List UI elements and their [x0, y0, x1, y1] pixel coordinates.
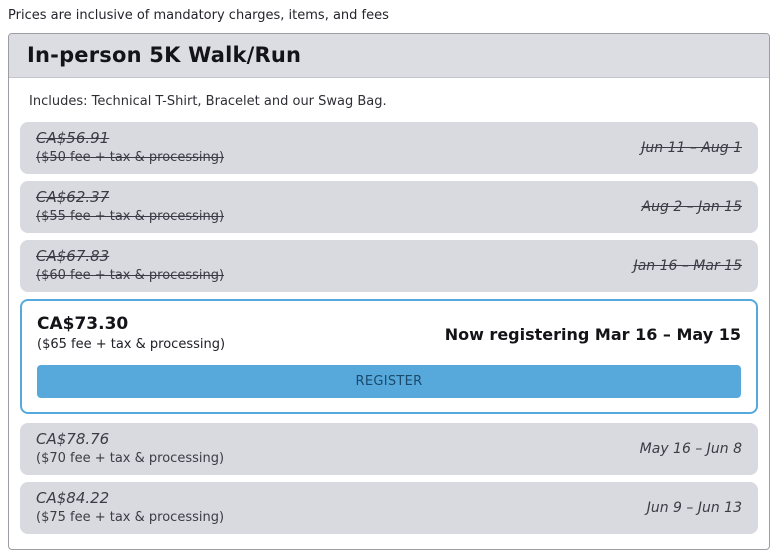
tier-price: CA$84.22: [36, 489, 110, 507]
card-header: In-person 5K Walk/Run: [9, 34, 769, 78]
tier-price-block: CA$56.91 ($50 fee + tax & processing): [36, 128, 224, 168]
active-tier-top: CA$73.30 ($65 fee + tax & processing) No…: [37, 313, 741, 355]
tier-price-block: CA$62.37 ($55 fee + tax & processing): [36, 187, 224, 227]
tier-fee-detail: ($60 fee + tax & processing): [36, 268, 225, 283]
card-body: Includes: Technical T-Shirt, Bracelet an…: [9, 78, 769, 549]
tier-date-range: Jun 9 – Jun 13: [646, 500, 742, 516]
tier-fee-detail: ($70 fee + tax & processing): [36, 451, 225, 466]
tier-price: CA$78.76: [36, 430, 110, 448]
price-tier-future-2: CA$84.22 ($75 fee + tax & processing) Ju…: [20, 482, 758, 534]
tier-date-range: Jun 11 – Aug 1: [641, 140, 742, 156]
price-tier-past-2: CA$62.37 ($55 fee + tax & processing) Au…: [20, 181, 758, 233]
tier-price: CA$62.37: [36, 188, 110, 206]
price-tier-future-1: CA$78.76 ($70 fee + tax & processing) Ma…: [20, 423, 758, 475]
tier-fee-detail: ($55 fee + tax & processing): [36, 209, 225, 224]
includes-description: Includes: Technical T-Shirt, Bracelet an…: [29, 94, 387, 109]
tier-fee-detail: ($65 fee + tax & processing): [37, 337, 226, 352]
tier-fee-detail: ($50 fee + tax & processing): [36, 150, 225, 165]
now-registering-status: Now registering Mar 16 – May 15: [444, 324, 741, 344]
tier-price-block: CA$67.83 ($60 fee + tax & processing): [36, 246, 224, 286]
tier-date-range: Aug 2 – Jan 15: [641, 199, 742, 215]
tier-price-block: CA$78.76 ($70 fee + tax & processing): [36, 429, 224, 469]
tier-price-block: CA$84.22 ($75 fee + tax & processing): [36, 488, 224, 528]
tier-price-block: CA$73.30 ($65 fee + tax & processing): [37, 313, 225, 355]
tier-price: CA$56.91: [36, 129, 110, 147]
price-tier-past-3: CA$67.83 ($60 fee + tax & processing) Ja…: [20, 240, 758, 292]
event-pricing-card: In-person 5K Walk/Run Includes: Technica…: [8, 33, 770, 550]
tier-date-range: May 16 – Jun 8: [639, 441, 742, 457]
tier-price: CA$73.30: [37, 314, 129, 334]
event-title: In-person 5K Walk/Run: [27, 43, 302, 67]
tier-date-range: Jan 16 – Mar 15: [633, 258, 742, 274]
register-button[interactable]: REGISTER: [37, 365, 741, 398]
prices-inclusive-note: Prices are inclusive of mandatory charge…: [8, 8, 389, 23]
tier-fee-detail: ($75 fee + tax & processing): [36, 510, 225, 525]
tier-price: CA$67.83: [36, 247, 110, 265]
price-tier-active: CA$73.30 ($65 fee + tax & processing) No…: [20, 299, 758, 414]
price-tier-past-1: CA$56.91 ($50 fee + tax & processing) Ju…: [20, 122, 758, 174]
